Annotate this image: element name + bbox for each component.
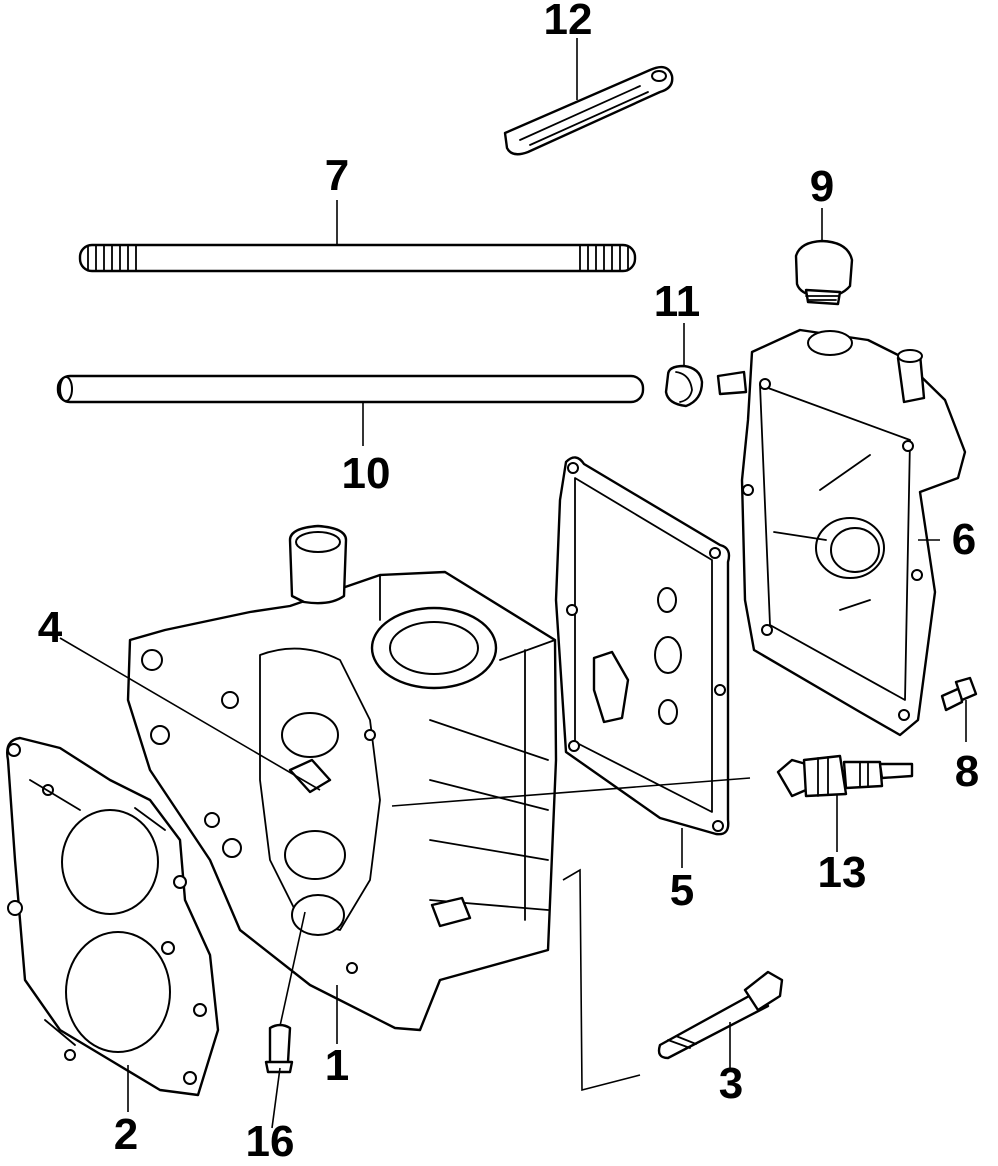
callout-3: 3 [718, 1059, 744, 1108]
callout-12: 12 [543, 0, 593, 44]
part-sensor [776, 754, 914, 798]
callout-11: 11 [653, 277, 701, 326]
part-head-gasket [6, 736, 220, 1097]
callout-10: 10 [341, 449, 391, 498]
callout-16: 16 [245, 1117, 295, 1166]
leader-lines [59, 38, 967, 1129]
callout-13: 13 [817, 848, 867, 897]
callout-5: 5 [669, 866, 695, 915]
part-stud [264, 1023, 294, 1074]
part-long-bolt [657, 970, 784, 1060]
callout-8: 8 [954, 747, 980, 796]
callout-7: 7 [324, 151, 350, 200]
part-pipe [56, 374, 645, 404]
callout-6: 6 [951, 515, 977, 564]
part-cylinder-head [126, 524, 558, 1032]
part-cylinder-cover [716, 328, 967, 737]
part-cover-gasket [554, 456, 731, 836]
part-hose-clamp [664, 364, 704, 408]
callout-2: 2 [113, 1110, 139, 1159]
part-threaded-rod [78, 243, 637, 273]
part-short-bolt [940, 676, 978, 712]
callout-9: 9 [809, 162, 835, 211]
part-filler-cap [794, 239, 854, 306]
callout-4: 4 [37, 603, 63, 652]
callout-1: 1 [324, 1041, 350, 1090]
part-bracket [503, 65, 674, 156]
